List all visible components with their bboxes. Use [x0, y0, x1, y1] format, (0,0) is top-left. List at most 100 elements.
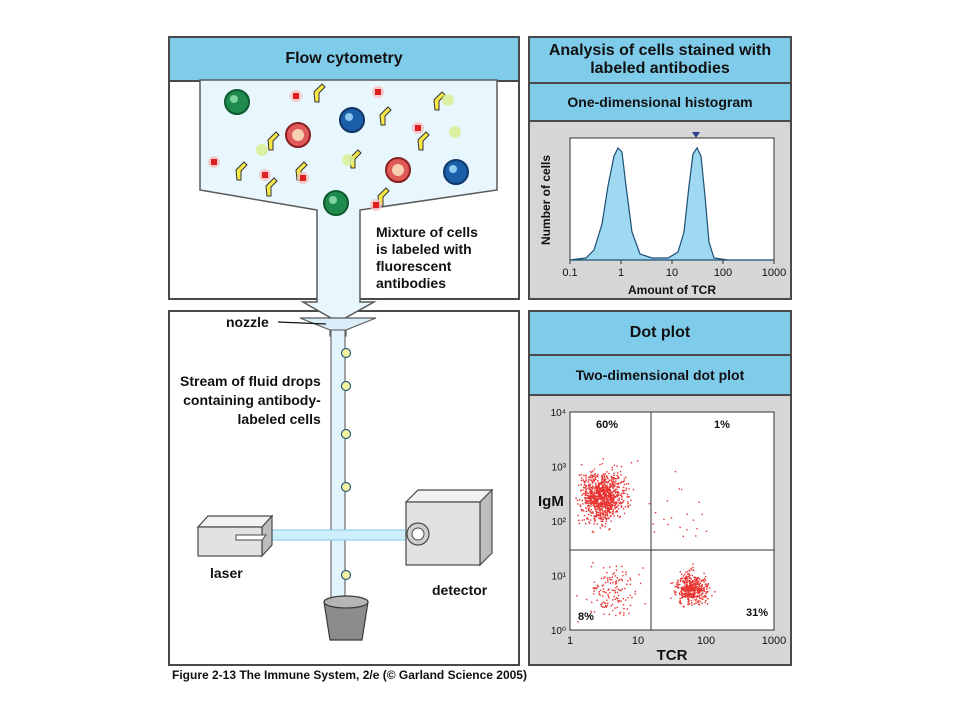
dot — [609, 499, 611, 501]
dot — [590, 508, 593, 511]
dot — [602, 485, 604, 487]
dot — [696, 596, 699, 598]
dot — [616, 591, 619, 594]
dot — [608, 492, 610, 494]
dot — [620, 589, 622, 592]
dot — [689, 574, 691, 577]
dot — [622, 481, 625, 483]
dot — [607, 602, 609, 604]
dot — [608, 504, 611, 507]
dot — [606, 500, 608, 502]
dot — [623, 480, 625, 482]
dot — [592, 504, 594, 507]
dot — [594, 478, 597, 480]
dot — [623, 614, 625, 616]
dot — [595, 499, 597, 501]
dot — [699, 591, 701, 593]
dot — [612, 498, 615, 500]
dot — [679, 583, 681, 586]
dot — [620, 495, 623, 497]
dot — [599, 510, 601, 512]
dot — [686, 582, 689, 584]
dot — [593, 590, 595, 592]
dot — [706, 585, 708, 588]
dot — [579, 504, 581, 506]
dot — [597, 476, 599, 478]
dot — [625, 599, 627, 601]
dot — [704, 578, 706, 580]
dot — [616, 486, 619, 488]
dot — [595, 510, 597, 513]
dotplot-x-tick-label: 10 — [632, 635, 644, 647]
dot — [599, 589, 602, 592]
dot — [605, 518, 608, 520]
dot — [601, 480, 603, 483]
dot — [594, 500, 596, 502]
dot — [596, 584, 599, 587]
dot — [601, 606, 604, 608]
dot — [634, 590, 637, 593]
dot — [594, 519, 597, 521]
dot — [602, 498, 605, 500]
dot — [606, 507, 609, 509]
dot — [704, 595, 707, 597]
dot — [587, 518, 589, 520]
fluid-drop — [340, 569, 352, 581]
dot — [679, 600, 682, 602]
dot — [623, 607, 625, 610]
dot — [603, 482, 605, 484]
dot — [685, 571, 687, 573]
dot — [593, 520, 596, 523]
dot — [585, 485, 588, 487]
dot — [597, 473, 599, 476]
dot — [605, 522, 607, 525]
dot — [605, 497, 608, 499]
dot — [612, 508, 615, 510]
dot — [642, 567, 644, 569]
dot — [696, 582, 699, 585]
dot — [596, 511, 598, 514]
dot — [614, 481, 616, 483]
dot — [590, 479, 593, 481]
dot — [608, 517, 610, 520]
dot — [582, 489, 584, 491]
fluid-drop — [340, 481, 352, 493]
dot — [692, 563, 694, 565]
dot — [603, 493, 606, 496]
dot — [600, 499, 603, 501]
dot — [670, 597, 672, 599]
dot — [588, 485, 591, 488]
dot — [690, 595, 692, 597]
dot — [615, 580, 618, 582]
dot — [618, 612, 621, 615]
dot — [587, 496, 589, 499]
dot — [670, 517, 673, 519]
dot — [607, 511, 609, 513]
dot — [594, 475, 596, 477]
dot — [594, 476, 597, 479]
dot — [578, 484, 580, 487]
dot — [603, 476, 605, 478]
dot — [703, 586, 706, 589]
dot — [695, 583, 697, 585]
dot — [614, 598, 616, 600]
dot — [595, 588, 597, 590]
dot — [588, 476, 590, 479]
dot — [601, 585, 604, 587]
dot — [615, 480, 617, 482]
dot-cloud — [575, 458, 716, 623]
dot — [619, 515, 621, 518]
dot — [583, 480, 585, 482]
dot — [593, 491, 596, 493]
dot — [600, 489, 602, 492]
dot — [590, 565, 593, 568]
dot — [616, 511, 619, 513]
fluid-drop — [340, 380, 352, 392]
dot — [604, 489, 606, 491]
dot — [679, 526, 681, 529]
dot — [610, 508, 613, 510]
dot — [595, 485, 598, 487]
dotplot-header: Dot plot — [530, 312, 790, 356]
dot — [689, 594, 691, 596]
dot — [699, 595, 701, 597]
